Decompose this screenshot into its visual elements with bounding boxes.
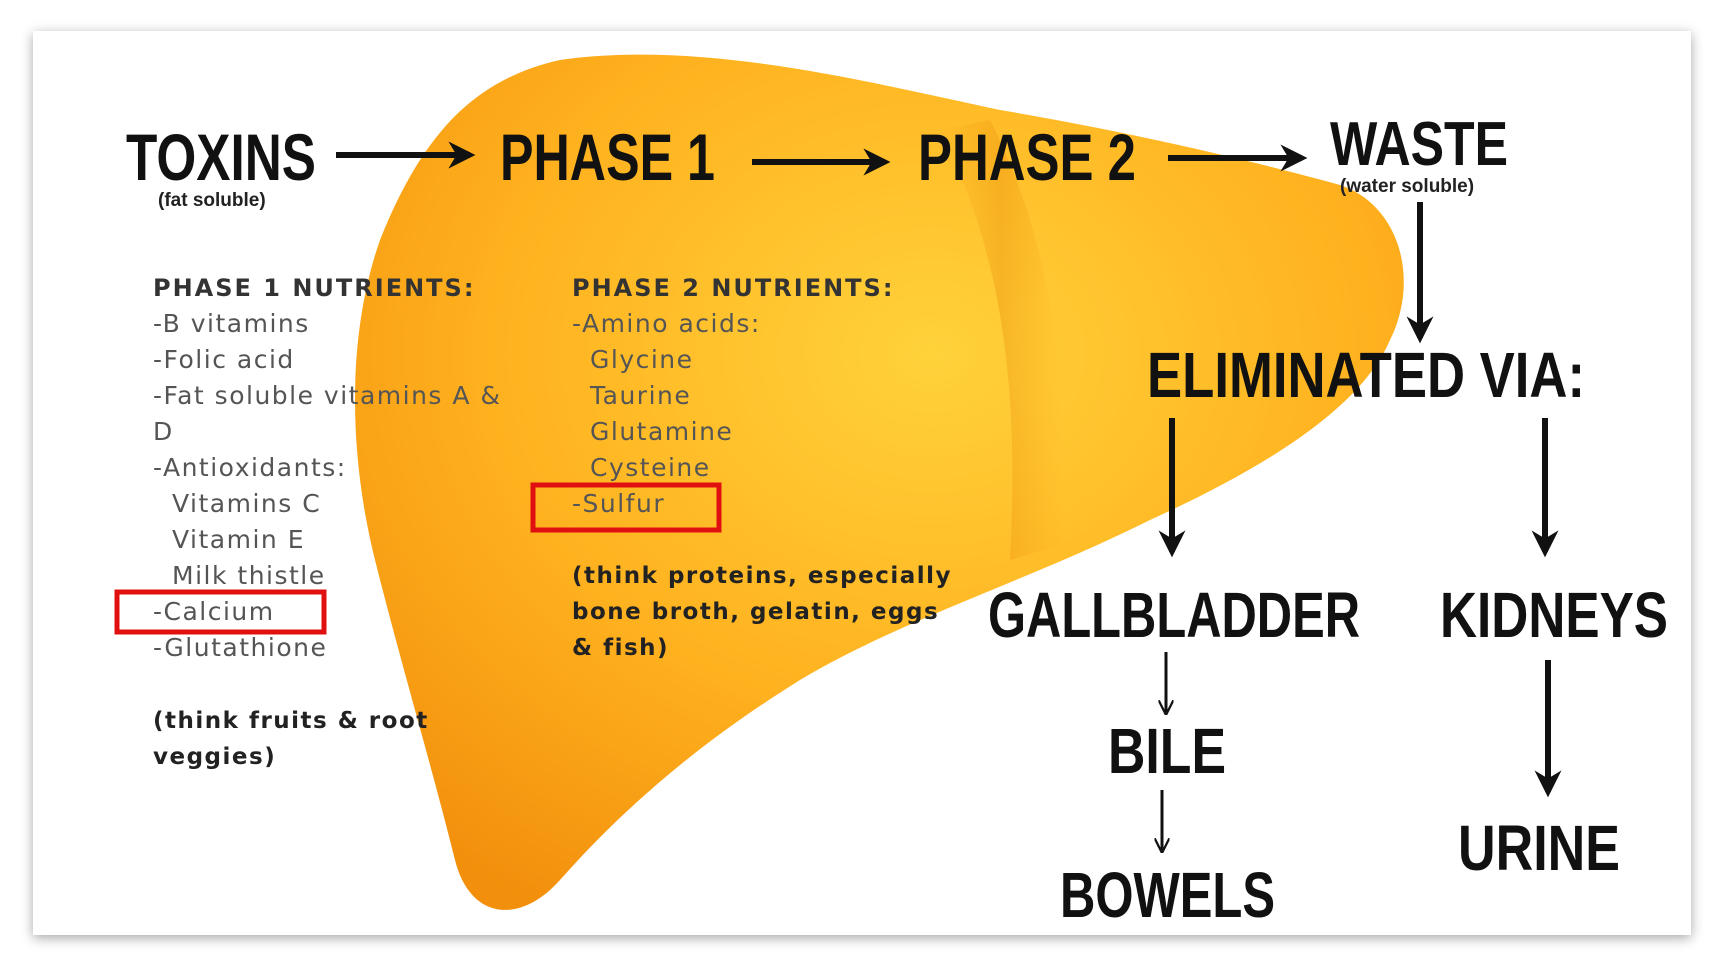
list-item: Glycine [590,345,694,374]
list-item: -Amino acids: [572,309,761,338]
phase1-nutrients-list: PHASE 1 NUTRIENTS: -B vitamins -Folic ac… [114,274,501,770]
phase2-label: PHASE 2 [918,120,1136,194]
phase2-nutrients-heading: PHASE 2 NUTRIENTS: [572,274,894,302]
toxins-label: TOXINS [126,120,316,194]
list-item: D [153,417,174,446]
list-item: Taurine [589,381,691,410]
kidneys-label: KIDNEYS [1440,579,1668,651]
bowels-label: BOWELS [1060,859,1275,931]
phase1-label: PHASE 1 [500,120,715,194]
sulfur-highlight-box [530,482,722,533]
liver-shape [355,54,1404,910]
liver-illustration [355,54,1404,910]
phase1-note: veggies) [153,744,276,770]
gallbladder-label: GALLBLADDER [988,579,1360,651]
list-item: Glutamine [590,417,733,446]
eliminated-via-label: ELIMINATED VIA: [1147,339,1585,411]
list-item: Cysteine [590,453,711,482]
list-item: -Folic acid [153,345,295,374]
list-item: Vitamins C [172,489,321,518]
calcium-highlight-box [114,589,327,635]
toxins-sublabel: (fat soluble) [158,190,266,211]
bile-label: BILE [1108,715,1226,787]
list-item: -Antioxidants: [153,453,347,482]
phase2-nutrients-list: PHASE 2 NUTRIENTS: -Amino acids: Glycine… [530,274,952,661]
list-item: -Sulfur [572,489,665,518]
urine-label: URINE [1458,812,1620,884]
liver-lobe-crease [940,120,1063,560]
phase1-nutrients-heading: PHASE 1 NUTRIENTS: [153,274,475,302]
list-item: -Fat soluble vitamins A & [153,381,501,410]
phase2-note: (think proteins, especially [572,563,952,589]
phase2-note: & fish) [572,635,669,661]
list-item: -B vitamins [153,309,310,338]
phase2-note: bone broth, gelatin, eggs [572,599,939,625]
list-item: -Glutathione [153,633,327,662]
phase1-note: (think fruits & root [153,708,429,734]
list-item: -Calcium [153,597,275,626]
list-item: Milk thistle [172,561,326,590]
waste-label: WASTE [1330,110,1508,179]
waste-sublabel: (water soluble) [1340,176,1474,197]
list-item: Vitamin E [172,525,305,554]
